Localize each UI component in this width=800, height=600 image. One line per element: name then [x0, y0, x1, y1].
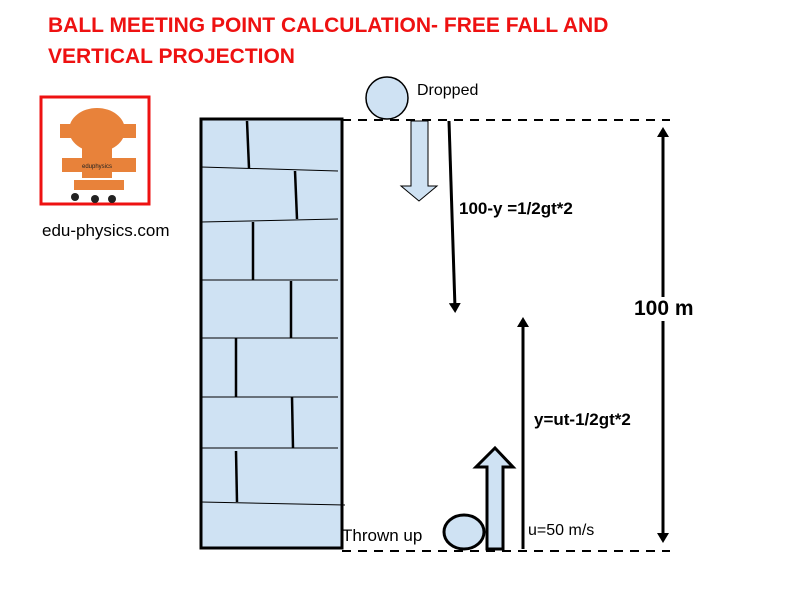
- title-line-1: BALL MEETING POINT CALCULATION- FREE FAL…: [48, 14, 609, 37]
- up-block-arrow-icon: [472, 445, 517, 551]
- edu-physics-logo: eduphysics: [39, 95, 151, 206]
- falling-equation: 100-y =1/2gt*2: [459, 199, 573, 218]
- initial-velocity-label: u=50 m/s: [528, 522, 595, 539]
- building-wall: [199, 117, 346, 550]
- dropped-ball: [365, 76, 409, 120]
- title-line-2: VERTICAL PROJECTION: [48, 45, 295, 68]
- site-url: edu-physics.com: [42, 221, 170, 240]
- logo-text: eduphysics: [82, 164, 112, 170]
- diagram-title: BALL MEETING POINT CALCULATION- FREE FAL…: [48, 10, 608, 72]
- fall-distance-arrow: [447, 120, 461, 313]
- height-label: 100 m: [634, 297, 694, 321]
- thrown-ball: [442, 513, 486, 551]
- dropped-label: Dropped: [417, 82, 479, 99]
- rising-equation: y=ut-1/2gt*2: [534, 410, 631, 429]
- down-block-arrow-icon: [399, 120, 439, 202]
- thrown-up-label: Thrown up: [342, 526, 423, 545]
